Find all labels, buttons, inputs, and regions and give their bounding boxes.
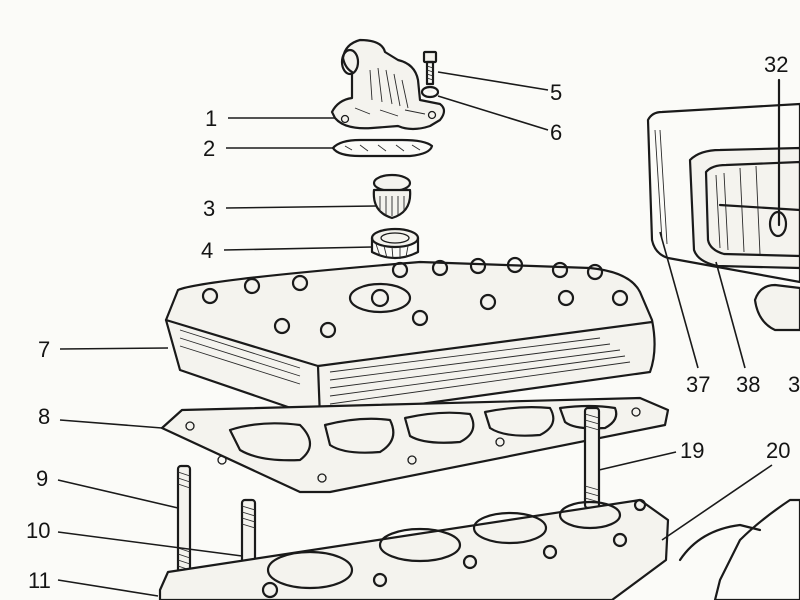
callout-2: 2	[203, 136, 215, 161]
callout-10: 10	[26, 518, 50, 543]
callout-9: 9	[36, 466, 48, 491]
callout-38: 38	[736, 372, 760, 397]
head-stud-19	[583, 406, 601, 510]
callout-11: 11	[28, 568, 51, 593]
callout-6: 6	[550, 120, 562, 145]
bolt-and-washer	[420, 50, 440, 99]
head-stud-9	[176, 464, 192, 580]
callout-19: 19	[680, 438, 704, 463]
cylinder-head	[158, 498, 670, 600]
callout-7: 7	[38, 337, 50, 362]
callout-8: 8	[38, 404, 50, 429]
callout-3: 3	[203, 196, 215, 221]
cylinder-head-gasket	[160, 396, 670, 494]
thermostat-valve	[372, 173, 412, 220]
rocker-cover	[164, 256, 656, 420]
callout-labels: 1 2 3 4 5 6 7 8 9 10 11 19 20 32 37 38 3	[26, 52, 800, 593]
callout-1: 1	[205, 106, 217, 131]
thermostat-seat-ring	[370, 227, 420, 260]
callout-5: 5	[550, 80, 562, 105]
thermostat-housing-elbow	[330, 38, 446, 131]
callout-20: 20	[766, 438, 790, 463]
callout-3-partial: 3	[788, 372, 800, 397]
callout-4: 4	[201, 238, 213, 263]
callout-37: 37	[686, 372, 710, 397]
leader-lines	[57, 71, 773, 597]
rocker-cover-studs	[201, 256, 629, 339]
side-cover-assembly	[646, 78, 800, 284]
thermostat-gasket	[331, 138, 434, 158]
callout-32: 32	[764, 52, 788, 77]
right-edge-partial-part	[678, 283, 800, 600]
